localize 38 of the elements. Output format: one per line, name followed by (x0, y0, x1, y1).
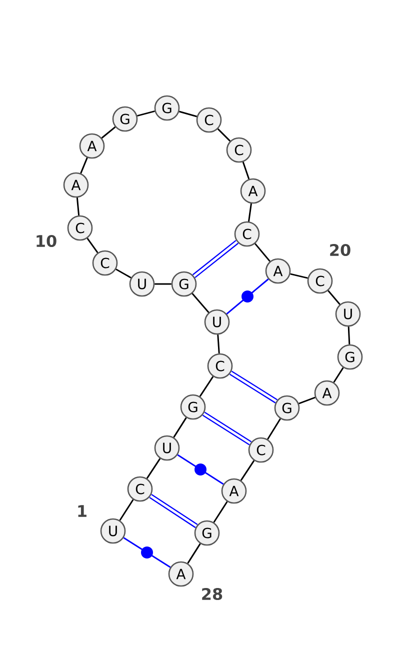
base-pair-line (123, 537, 171, 568)
backbone-line (290, 273, 308, 279)
backbone-line (119, 499, 134, 521)
backbone-line (146, 458, 161, 479)
backbone-line (348, 326, 350, 344)
backbone-line (242, 162, 250, 180)
base-pair-line (226, 278, 269, 314)
backbone-line (199, 376, 214, 397)
backbone-line (213, 501, 228, 523)
backbone-line (192, 293, 210, 313)
backbone-line (137, 110, 155, 117)
base-pair-line (149, 494, 198, 528)
backbone-line (298, 396, 316, 404)
backbone-line (333, 367, 344, 383)
base-pair-line (192, 240, 239, 278)
backbone-line (76, 198, 80, 216)
backbone-line (86, 238, 98, 254)
backbone-line (217, 334, 220, 354)
backbone-line (116, 268, 132, 278)
backbone-line (101, 126, 116, 139)
backbone-line (217, 128, 231, 142)
backbone-line (187, 543, 201, 564)
backbone-line (80, 157, 88, 174)
backbone-line (248, 203, 252, 222)
base-pair-line (177, 454, 224, 485)
backbone-line (154, 283, 172, 285)
backbone-line (178, 110, 198, 118)
backbone-line (267, 418, 281, 440)
position-number: 28 (202, 588, 222, 600)
position-number: 20 (330, 244, 350, 256)
position-number: 10 (36, 234, 56, 248)
base-pair-line (202, 412, 252, 446)
backbone-line (328, 290, 340, 305)
backbone-line (240, 460, 255, 481)
backbone-line (173, 417, 187, 438)
base-pair-line (229, 370, 278, 404)
position-number: 1 (78, 505, 86, 517)
backbone-line (254, 243, 270, 262)
